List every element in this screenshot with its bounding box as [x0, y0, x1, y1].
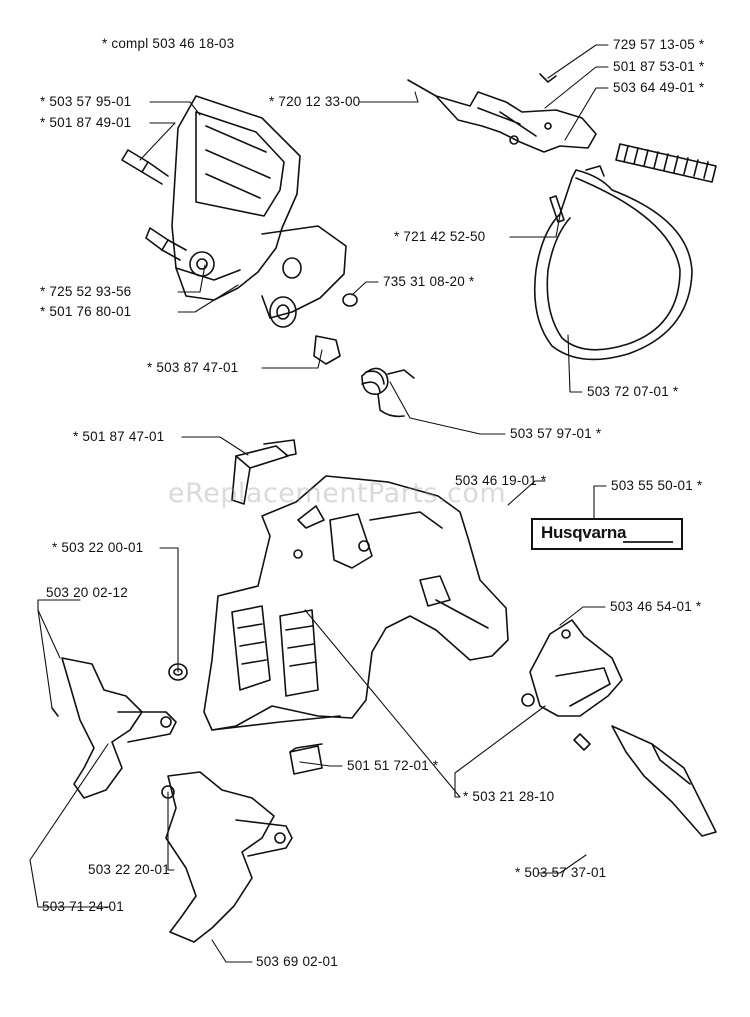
small-parts — [289, 619, 717, 837]
label-725-52-93-56: * 725 52 93-56 — [40, 284, 132, 299]
brake-lever-and-band — [361, 73, 717, 418]
label-501-76-80-01: * 501 76 80-01 — [40, 304, 132, 319]
label-501-51-72-01: 501 51 72-01 * — [347, 758, 439, 773]
label-729-57-13-05: 729 57 13-05 * — [613, 37, 705, 52]
leader-lines — [29, 44, 609, 963]
label-503-69-02-01: 503 69 02-01 — [256, 954, 338, 969]
label-503-57-97-01: 503 57 97-01 * — [510, 426, 602, 441]
watermark: eReplacementParts.com — [168, 478, 507, 509]
label-503-22-00-01: * 503 22 00-01 — [52, 540, 144, 555]
label-503-57-37-01: * 503 57 37-01 — [515, 865, 607, 880]
label-503-72-07-01: 503 72 07-01 * — [587, 384, 679, 399]
label-735-31-08-20: 735 31 08-20 * — [383, 274, 475, 289]
label-503-20-02-12: 503 20 02-12 — [46, 585, 128, 600]
label-501-87-49-01: * 501 87 49-01 — [40, 115, 132, 130]
label-compl: * compl 503 46 18-03 — [102, 36, 235, 51]
label-721-42-52-50: * 721 42 52-50 — [394, 229, 486, 244]
label-503-57-95-01: * 503 57 95-01 — [40, 94, 132, 109]
chain-brake-cover — [203, 475, 509, 731]
decal-rule — [623, 541, 673, 543]
label-720-12-33-00: * 720 12 33-00 — [269, 94, 361, 109]
hand-guard — [121, 95, 358, 365]
label-501-87-47-01: * 501 87 47-01 — [73, 429, 165, 444]
label-503-64-49-01: 503 64 49-01 * — [613, 80, 705, 95]
label-503-21-28-10: * 503 21 28-10 — [463, 789, 555, 804]
label-501-87-53-01: 501 87 53-01 * — [613, 59, 705, 74]
brand-text: Husqvarna — [541, 523, 627, 542]
label-503-46-54-01: 503 46 54-01 * — [610, 599, 702, 614]
label-503-87-47-01: * 503 87 47-01 — [147, 360, 239, 375]
nut — [168, 663, 188, 681]
label-503-46-19-01: 503 46 19-01 * — [455, 473, 547, 488]
label-503-22-20-01: 503 22 20-01 — [88, 862, 170, 877]
clip-part — [231, 439, 297, 505]
label-503-71-24-01: 503 71 24-01 — [42, 899, 124, 914]
husqvarna-decal: Husqvarna — [531, 518, 683, 550]
label-503-55-50-01: 503 55 50-01 * — [611, 478, 703, 493]
chain-catcher-plates — [51, 657, 293, 943]
